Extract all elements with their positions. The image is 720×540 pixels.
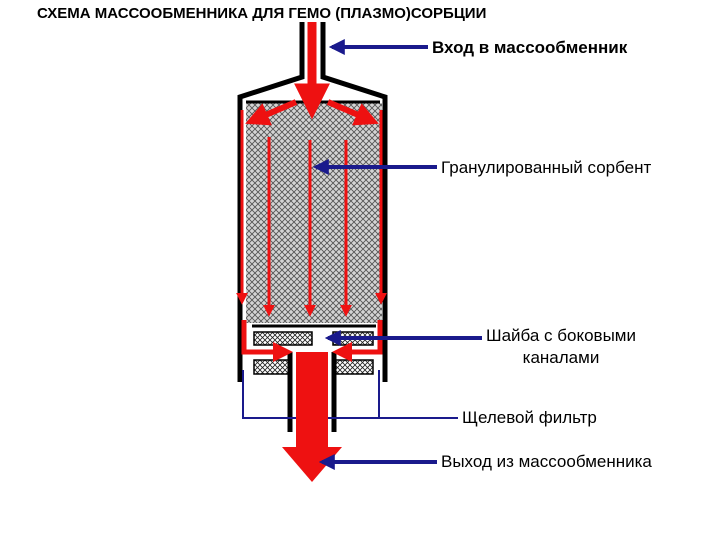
flow-arrows — [236, 22, 387, 362]
spread-left-arrow — [245, 99, 298, 126]
label-washer-line2: каналами — [522, 348, 600, 367]
label-inlet: Вход в массообменник — [432, 38, 628, 57]
label-sorbent: Гранулированный сорбент — [441, 158, 652, 177]
spread-right-arrow — [326, 99, 379, 126]
housing — [237, 22, 388, 382]
outlet-flow-arrow — [282, 352, 342, 482]
diagram-title: СХЕМА МАССООБМЕННИКА ДЛЯ ГЕМО (ПЛАЗМО)СО… — [37, 5, 487, 22]
label-washer: Шайба с боковыми каналами — [486, 325, 636, 369]
label-outlet: Выход из массообменника — [441, 452, 652, 471]
side-channel-left — [241, 320, 293, 362]
filter-left — [253, 359, 291, 375]
side-channel-right — [332, 320, 383, 362]
pointer-arrows — [312, 39, 482, 470]
washer-left — [253, 331, 313, 346]
sorbent-bed — [246, 103, 382, 323]
label-filter: Щелевой фильтр — [462, 408, 597, 427]
label-washer-line1: Шайба с боковыми — [486, 326, 636, 345]
filter-right — [332, 359, 374, 375]
